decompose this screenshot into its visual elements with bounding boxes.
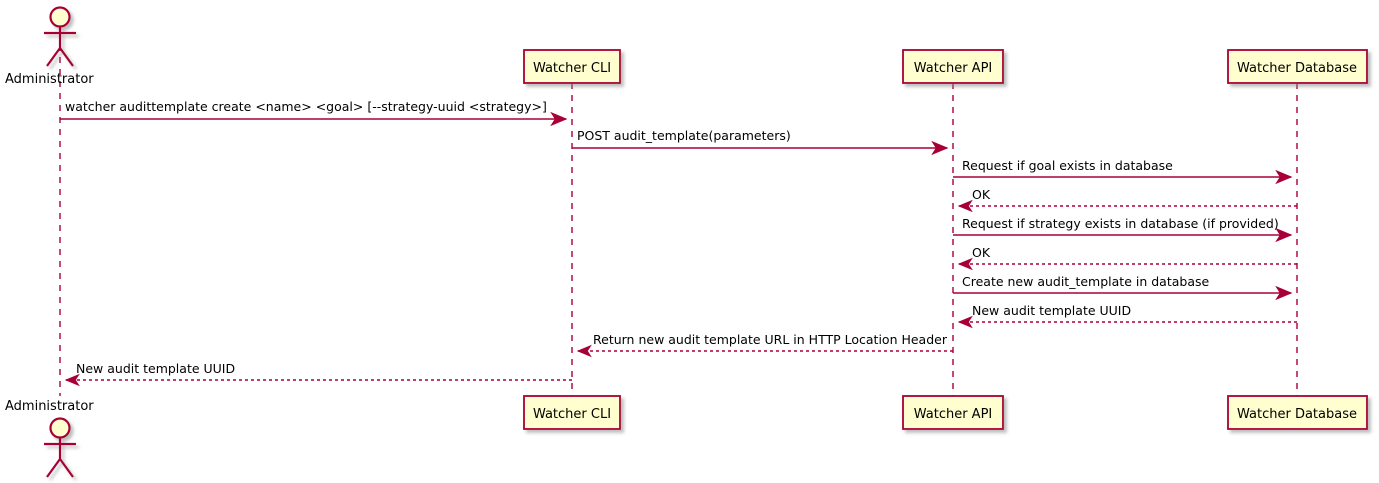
message-2-post-audit-template[interactable]: POST audit_template(parameters) [572, 128, 949, 156]
actor-figure-top [44, 6, 76, 67]
message-label-2: POST audit_template(parameters) [577, 128, 791, 143]
message-8-new-audit-template-uuid[interactable]: New audit template UUID [957, 303, 1297, 329]
message-label-8: New audit template UUID [972, 303, 1131, 318]
message-label-3: Request if goal exists in database [962, 158, 1173, 173]
message-1-watcher-audittemplate-create[interactable]: watcher audittemplate create <name> <goa… [60, 99, 568, 127]
participant-label-watcher-cli-bottom: Watcher CLI [533, 407, 611, 422]
actor-figure-bottom [44, 417, 76, 478]
message-label-7: Create new audit_template in database [962, 274, 1209, 289]
message-label-10: New audit template UUID [76, 361, 235, 376]
message-9-return-location-header[interactable]: Return new audit template URL in HTTP Lo… [576, 332, 953, 358]
message-label-9: Return new audit template URL in HTTP Lo… [593, 332, 948, 347]
message-4-ok[interactable]: OK [957, 187, 1297, 213]
lifelines [59, 45, 1298, 396]
participant-label-watcher-api-bottom: Watcher API [914, 407, 993, 422]
message-7-create-new-audit-template[interactable]: Create new audit_template in database [953, 274, 1293, 301]
participant-box-watcher-cli-top[interactable]: Watcher CLI [523, 49, 621, 84]
participant-box-watcher-cli-bottom[interactable]: Watcher CLI [523, 395, 621, 430]
message-label-4: OK [972, 187, 991, 202]
participant-box-watcher-database-bottom[interactable]: Watcher Database [1227, 395, 1368, 430]
actor-administrator-bottom[interactable]: Administrator [5, 399, 94, 478]
message-label-6: OK [972, 245, 991, 260]
message-label-5: Request if strategy exists in database (… [962, 216, 1279, 231]
participant-box-watcher-database-top[interactable]: Watcher Database [1227, 49, 1368, 84]
actor-administrator-top[interactable]: Administrator [5, 6, 94, 88]
participant-box-watcher-api-top[interactable]: Watcher API [902, 49, 1004, 84]
actor-label-bottom: Administrator [5, 399, 94, 414]
message-6-ok[interactable]: OK [957, 245, 1297, 271]
participant-label-watcher-api-top: Watcher API [914, 61, 993, 76]
participant-label-watcher-cli-top: Watcher CLI [533, 61, 611, 76]
participant-label-watcher-database-bottom: Watcher Database [1237, 407, 1357, 422]
actor-label-top: Administrator [5, 72, 94, 87]
message-5-request-strategy-exists[interactable]: Request if strategy exists in database (… [953, 216, 1293, 243]
message-3-request-goal-exists[interactable]: Request if goal exists in database [953, 158, 1293, 185]
participant-box-watcher-api-bottom[interactable]: Watcher API [902, 395, 1004, 430]
message-10-new-audit-template-uuid[interactable]: New audit template UUID [64, 361, 572, 387]
participant-label-watcher-database-top: Watcher Database [1237, 61, 1357, 76]
message-label-1: watcher audittemplate create <name> <goa… [65, 99, 547, 114]
